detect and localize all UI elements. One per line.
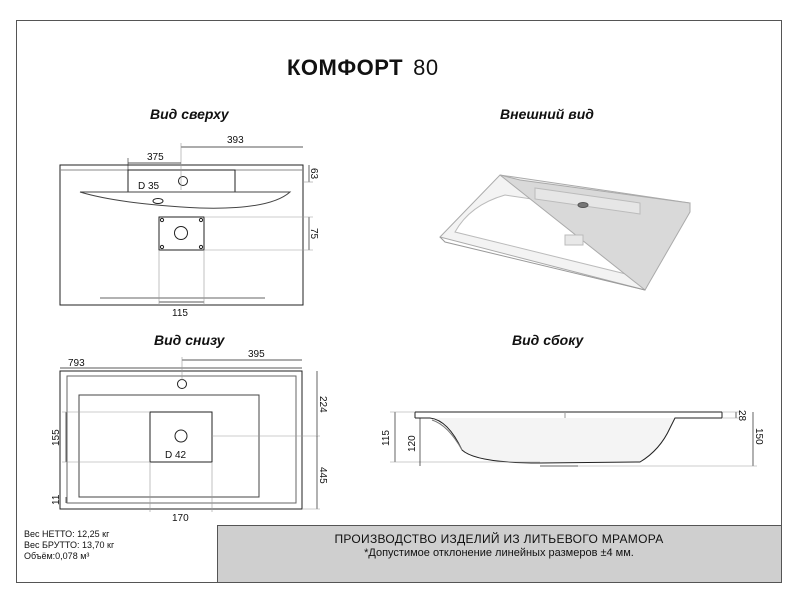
dim-445: 445 [317, 467, 328, 484]
dim-side-150: 150 [753, 428, 764, 445]
spec-gross-weight: Вес БРУТТО: 13,70 кг [24, 540, 115, 550]
spec-volume: Объём:0,078 м³ [24, 551, 90, 561]
dim-side-28: 28 [736, 410, 747, 422]
bottom-faucet-hole [177, 379, 187, 389]
dim-375: 375 [147, 152, 164, 163]
bottom-view-outline [59, 370, 303, 510]
dim-793: 793 [68, 358, 85, 369]
spec-net-weight: Вес НЕТТО: 12,25 кг [24, 529, 110, 539]
drawing-frame [16, 20, 782, 583]
product-size: 80 [413, 55, 439, 80]
production-note: ПРОИЗВОДСТВО ИЗДЕЛИЙ ИЗ ЛИТЬЕВОГО МРАМОР… [334, 532, 664, 546]
drain-plate [158, 216, 205, 251]
product-title: КОМФОРТ 80 [287, 55, 439, 81]
overflow-hole [152, 198, 164, 204]
dim-115: 115 [172, 308, 188, 319]
bottom-view-label: Вид снизу [154, 332, 225, 348]
side-view-label: Вид сбоку [512, 332, 584, 348]
bowl-edge [79, 191, 292, 209]
dim-63: 63 [308, 168, 319, 180]
dim-side-115: 115 [381, 430, 392, 446]
exterior-view-label: Внешний вид [500, 106, 594, 122]
footer-panel [217, 525, 781, 582]
drain-hole [174, 226, 188, 240]
bottom-drain-plate [149, 411, 213, 463]
dim-75: 75 [308, 228, 319, 240]
top-view-drawing [59, 143, 313, 306]
spec-panel [17, 528, 217, 582]
faucet-hole [178, 176, 188, 186]
dim-224: 224 [317, 396, 328, 413]
dim-393: 393 [227, 135, 244, 146]
bottom-drain-hole [174, 429, 188, 443]
dim-d35: D 35 [138, 181, 160, 192]
dim-155: 155 [51, 429, 62, 446]
bottom-bowl [78, 394, 260, 498]
product-name: КОМФОРТ [287, 55, 404, 80]
dim-side-120: 120 [407, 435, 418, 452]
bottom-view-drawing [59, 357, 320, 512]
exterior-view-sink [439, 174, 691, 291]
top-view-label: Вид сверху [150, 106, 229, 122]
side-view-drawing [390, 411, 757, 467]
tolerance-note: *Допустимое отклонение линейных размеров… [364, 547, 634, 559]
top-view-outline [59, 164, 304, 306]
dim-d42: D 42 [165, 450, 187, 461]
dim-170: 170 [172, 513, 189, 524]
dim-395: 395 [248, 349, 265, 360]
dim-11: 11 [51, 494, 62, 505]
